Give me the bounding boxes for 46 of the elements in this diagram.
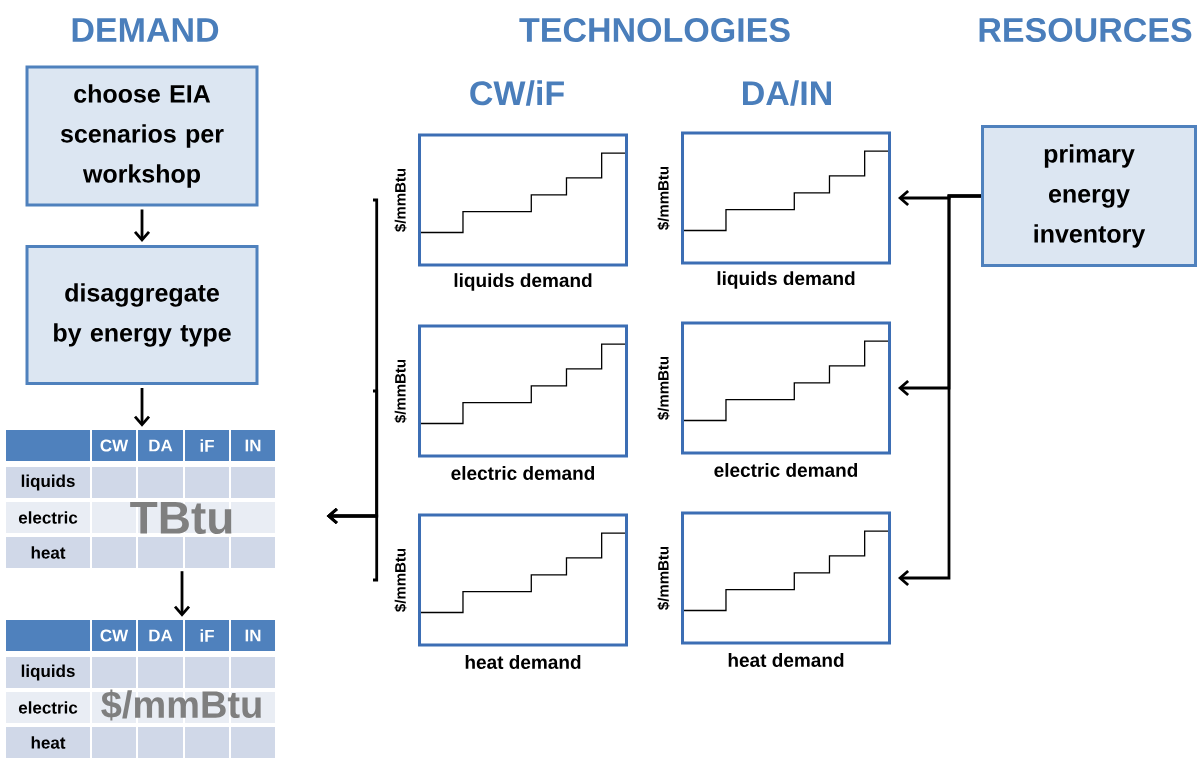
step-chart: $/mmBtu heat demand xyxy=(657,511,891,667)
step-chart: $/mmBtu electric demand xyxy=(657,321,891,477)
node-label: $/mmBtu xyxy=(101,689,261,721)
arrow xyxy=(173,571,191,617)
node-label: heat demand xyxy=(728,653,844,667)
node-label: $/mmBtu xyxy=(657,166,670,230)
data-table: CW DA iF IN liquids electric heat TBtu xyxy=(6,430,275,568)
node-label: TBtu xyxy=(130,501,232,535)
header-cell: DA xyxy=(138,620,183,651)
node-label: $/mmBtu xyxy=(657,546,670,610)
node-label: electric demand xyxy=(714,463,858,477)
row-label: electric xyxy=(6,502,90,533)
header-cell: iF xyxy=(185,430,229,461)
row-label: heat xyxy=(6,537,90,568)
node-label: liquids demand xyxy=(454,273,592,291)
node-label: $/mmBtu xyxy=(657,356,670,420)
node-label: heat demand xyxy=(465,655,581,669)
header-cell: DA xyxy=(138,430,183,461)
header-cell: IN xyxy=(231,620,275,651)
row-label: liquids xyxy=(6,467,90,498)
node-label: $/mmBtu xyxy=(394,359,407,423)
node-label: liquids demand xyxy=(717,271,855,289)
step-chart: $/mmBtu electric demand xyxy=(394,324,628,480)
node-label: $/mmBtu xyxy=(394,548,407,612)
step-chart: $/mmBtu liquids demand xyxy=(394,133,628,291)
node-label: $/mmBtu xyxy=(394,168,407,232)
row-label: liquids xyxy=(6,657,90,688)
header-cell: iF xyxy=(185,620,229,651)
node-label: electric demand xyxy=(451,466,595,480)
header-cell: CW xyxy=(92,430,136,461)
row-label: heat xyxy=(6,727,90,758)
step-chart: $/mmBtu heat demand xyxy=(394,513,628,669)
header-cell: IN xyxy=(231,430,275,461)
arrow xyxy=(898,194,981,587)
process-box: choose EIA scenarios per workshop xyxy=(25,65,259,207)
row-label: electric xyxy=(6,692,90,723)
arrow xyxy=(133,209,151,242)
arrow xyxy=(326,507,379,582)
process-box: disaggregate by energy type xyxy=(25,245,259,385)
arrow xyxy=(133,388,151,427)
heading: RESOURCES xyxy=(979,17,1192,43)
step-chart: $/mmBtu liquids demand xyxy=(657,131,891,289)
process-box: primary energy inventory xyxy=(981,125,1197,267)
heading: TECHNOLOGIES xyxy=(519,17,790,43)
data-table: CW DA iF IN liquids electric heat $/mmBtu xyxy=(6,620,275,758)
header-cell: CW xyxy=(92,620,136,651)
